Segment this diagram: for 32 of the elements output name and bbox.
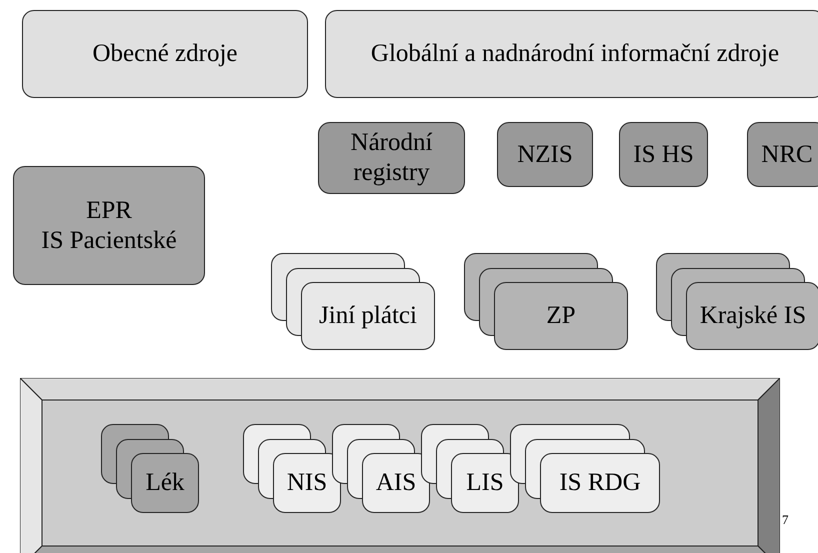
- card-stack: [464, 253, 628, 350]
- box-label: IS RDG: [559, 468, 641, 498]
- card-stack: [243, 424, 341, 513]
- box-label: Lék: [146, 468, 184, 498]
- card-stack: [421, 424, 519, 513]
- info-box: [619, 122, 708, 187]
- info-box: [325, 10, 818, 98]
- box-label: EPR: [86, 196, 132, 226]
- box-label: NRC: [761, 140, 813, 170]
- box-label: Globální a nadnárodní informační zdroje: [370, 39, 780, 69]
- box-label: ZP: [546, 301, 576, 331]
- box-label: AIS: [376, 468, 416, 498]
- box-label: IS Pacientské: [41, 226, 177, 256]
- box-label: Národní registry: [350, 128, 434, 188]
- card-stack: [271, 253, 435, 350]
- box-label: Obecné zdroje: [92, 39, 238, 69]
- info-box: [318, 122, 465, 194]
- box-label: IS HS: [633, 140, 694, 170]
- box-label: Jiní plátci: [319, 301, 417, 331]
- box-label: NZIS: [517, 140, 573, 170]
- box-label: NIS: [286, 468, 328, 498]
- box-label: Krajské IS: [700, 301, 806, 331]
- info-box: [13, 166, 205, 285]
- info-box: [497, 122, 593, 187]
- card-stack: [656, 253, 818, 350]
- card-stack: [332, 424, 430, 513]
- info-box: [747, 122, 818, 187]
- card-stack: [101, 424, 199, 513]
- info-box: [22, 10, 308, 98]
- box-label: LIS: [466, 468, 504, 498]
- card-stack: [510, 424, 660, 513]
- page-number: 7: [782, 512, 788, 528]
